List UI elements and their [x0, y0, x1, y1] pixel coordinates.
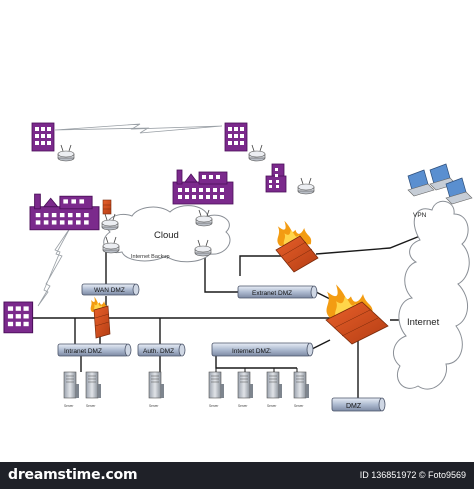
- diagram-canvas: Cloud Internet Backup Internet WAN DMZ: [3, 122, 473, 412]
- building-icon: [224, 122, 248, 152]
- factory-icon: [29, 193, 100, 231]
- small-tower-icon: [265, 163, 287, 193]
- server-caption: Server: [267, 404, 277, 408]
- internet-dmz-label: Internet DMZ:: [232, 348, 272, 355]
- laptop-icon: [407, 169, 435, 197]
- server-group-internet: Server Server Server Server: [208, 371, 310, 408]
- wan-dmz-segment: WAN DMZ: [81, 283, 140, 296]
- internet-label: Internet: [407, 317, 440, 328]
- image-id-text: ID 136851972 © Foto9569: [359, 470, 466, 480]
- wan-link-top: [54, 123, 223, 134]
- network-links: [32, 235, 421, 398]
- wan-link-left: [37, 227, 71, 307]
- internet-backup-label: Internet Backup: [131, 254, 170, 260]
- footer-bar: dreamstime.com ID 136851972 © Foto9569: [0, 462, 474, 489]
- router-icon: [297, 177, 315, 195]
- server-drops: [215, 368, 298, 372]
- wan-dmz-label: WAN DMZ: [94, 287, 125, 294]
- router-icon: [57, 144, 75, 162]
- extranet-dmz-segment: Extranet DMZ: [237, 285, 318, 299]
- extranet-dmz-label: Extranet DMZ: [252, 290, 292, 297]
- intranet-dmz-segment: Intranet DMZ: [57, 343, 132, 357]
- auth-dmz-segment: Auth. DMZ: [137, 343, 186, 357]
- firewall-icon: [275, 220, 319, 273]
- firewall-icon: [90, 296, 111, 339]
- dmz-segment: DMZ: [331, 397, 386, 412]
- wan-links: [37, 123, 223, 307]
- server-group-intranet: Server Server: [63, 371, 102, 408]
- factory-icon: [172, 169, 234, 205]
- link-router-extranet: [204, 250, 238, 293]
- server-icon: [148, 371, 165, 399]
- server-caption: Server: [86, 404, 96, 408]
- server-caption: Server: [294, 404, 304, 408]
- server-group-auth: Server: [148, 371, 165, 408]
- internet-dmz-segment: Internet DMZ:: [211, 342, 314, 357]
- link-fw2-internet: [315, 235, 421, 255]
- cloud-label: Cloud: [154, 230, 179, 241]
- server-icon: [293, 371, 310, 399]
- dmz-label: DMZ: [346, 403, 362, 410]
- server-caption: Server: [64, 404, 74, 408]
- auth-dmz-label: Auth. DMZ: [143, 348, 174, 355]
- link-internetdmz-fw3: [311, 339, 331, 350]
- firewall-icon: [325, 284, 389, 345]
- brand-logo: dreamstime.com: [8, 467, 138, 483]
- vpn-group: VPN: [407, 163, 473, 219]
- server-caption: Server: [238, 404, 248, 408]
- server-caption: Server: [149, 404, 159, 408]
- laptop-icon: [445, 177, 473, 205]
- router-icon: [248, 144, 266, 162]
- server-icon: [237, 371, 254, 399]
- server-caption: Server: [209, 404, 219, 408]
- internet-cloud: [392, 200, 470, 390]
- building-icon: [31, 122, 55, 152]
- firewall-icon: [102, 199, 112, 215]
- server-icon: [266, 371, 283, 399]
- vpn-label: VPN: [413, 212, 427, 219]
- server-icon: [208, 371, 225, 399]
- server-icon: [85, 371, 102, 399]
- intranet-dmz-label: Intranet DMZ: [64, 348, 102, 355]
- building-icon: [3, 301, 34, 334]
- link-to-fw2: [239, 255, 283, 276]
- server-icon: [63, 371, 80, 399]
- laptop-icon: [429, 163, 457, 191]
